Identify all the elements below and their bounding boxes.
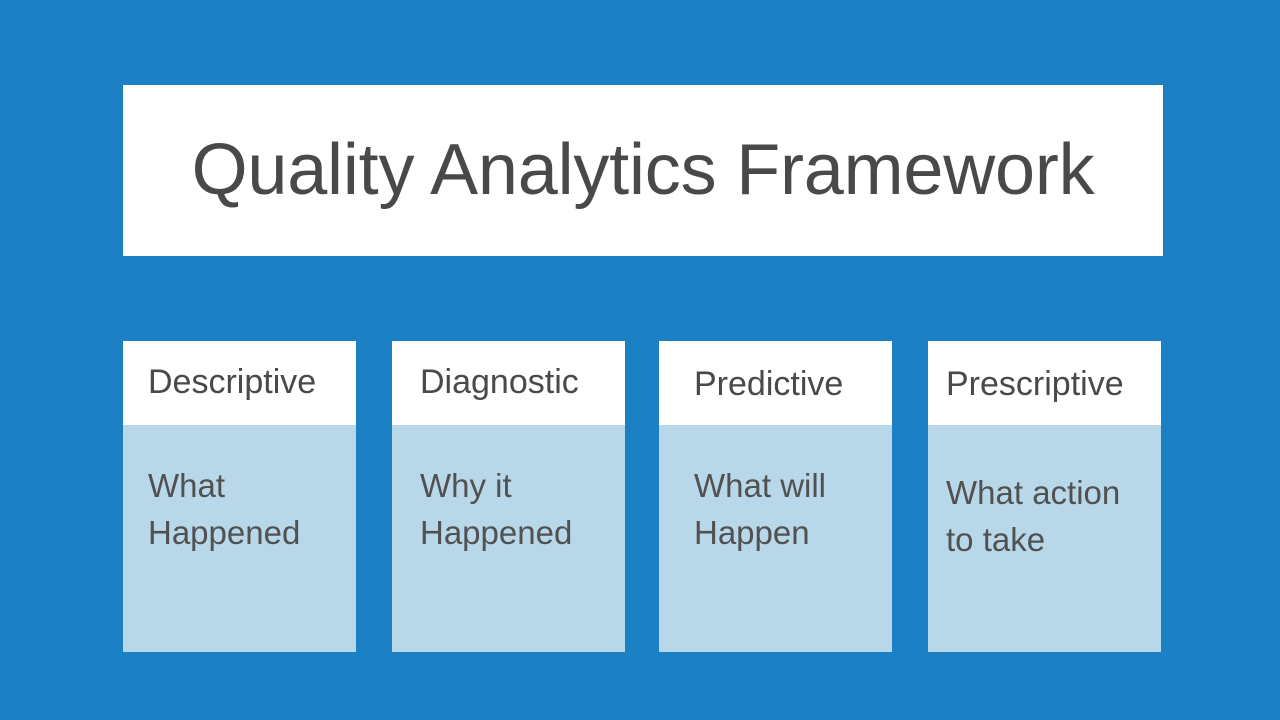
card-header-predictive: Predictive [659,341,892,425]
analytics-card-descriptive[interactable]: Descriptive What Happened [123,341,356,652]
card-header-label: Prescriptive [946,365,1124,404]
card-header-label: Descriptive [148,363,317,402]
card-header-label: Predictive [694,365,844,404]
card-body-prescriptive: What action to take [928,425,1161,652]
card-body-label: What will Happen [694,467,827,551]
card-body-diagnostic: Why it Happened [392,425,625,652]
analytics-card-row: Descriptive What Happened Diagnostic Why… [123,341,1163,652]
card-header-diagnostic: Diagnostic [392,341,625,425]
card-body-label: What action to take [946,474,1121,558]
card-header-label: Diagnostic [420,363,579,402]
card-body-label: Why it Happened [420,467,573,551]
title-banner: Quality Analytics Framework [123,85,1163,256]
analytics-card-predictive[interactable]: Predictive What will Happen [659,341,892,652]
card-body-descriptive: What Happened [123,425,356,652]
page-title: Quality Analytics Framework [191,129,1095,210]
card-header-descriptive: Descriptive [123,341,356,425]
analytics-card-prescriptive[interactable]: Prescriptive What action to take [928,341,1161,652]
analytics-card-diagnostic[interactable]: Diagnostic Why it Happened [392,341,625,652]
card-header-prescriptive: Prescriptive [928,341,1161,425]
card-body-predictive: What will Happen [659,425,892,652]
card-body-label: What Happened [148,467,301,551]
